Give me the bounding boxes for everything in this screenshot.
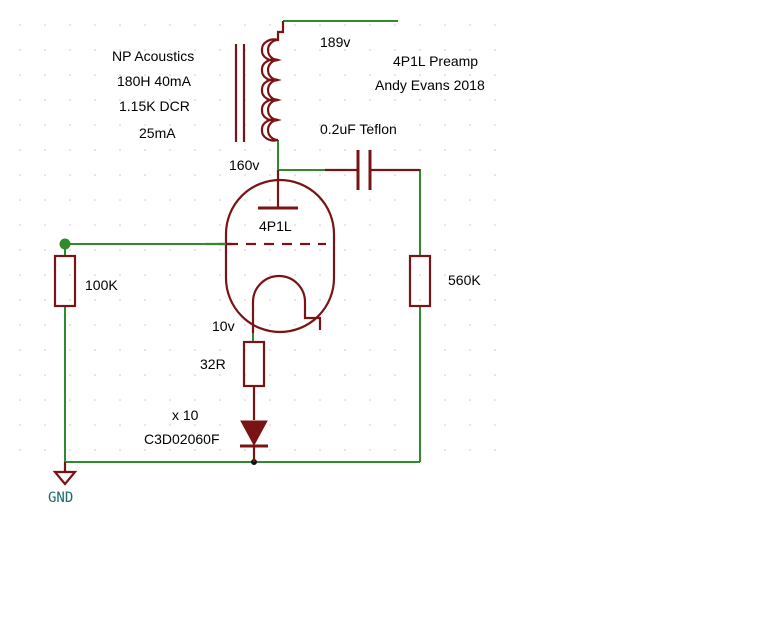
output-resistor-label: 560K [448, 272, 481, 288]
ground-label: GND [48, 490, 73, 506]
coupling-capacitor-symbol [325, 150, 420, 190]
output-resistor-symbol [408, 254, 432, 308]
choke-label-line2: 180H 40mA [117, 73, 192, 89]
tube-4p1l-symbol [205, 170, 336, 334]
diode-part-label: C3D02060F [144, 431, 220, 447]
tube-label: 4P1L [259, 218, 292, 234]
cathode-resistor-symbol [242, 340, 266, 388]
title-line2: Andy Evans 2018 [375, 77, 485, 93]
title-line1: 4P1L Preamp [393, 53, 478, 69]
plate-voltage-label: 160v [229, 157, 259, 173]
cap-to-output-wire [388, 169, 421, 256]
grid-resistor-symbol [53, 254, 77, 308]
choke-label-line1: NP Acoustics [112, 48, 194, 64]
cathode-voltage-label: 10v [212, 318, 235, 334]
choke-label-line4: 25mA [139, 125, 176, 141]
capacitor-label: 0.2uF Teflon [320, 121, 397, 137]
diode-symbol [240, 386, 268, 462]
choke-label-line3: 1.15K DCR [119, 98, 190, 114]
input-junction-dot [59, 238, 71, 250]
supply-voltage-label: 189v [320, 34, 350, 50]
grid-resistor-label: 100K [85, 277, 118, 293]
choke-symbol [234, 21, 285, 142]
cathode-resistor-label: 32R [200, 356, 226, 372]
diode-count-label: x 10 [172, 407, 199, 423]
ground-symbol [52, 462, 78, 486]
